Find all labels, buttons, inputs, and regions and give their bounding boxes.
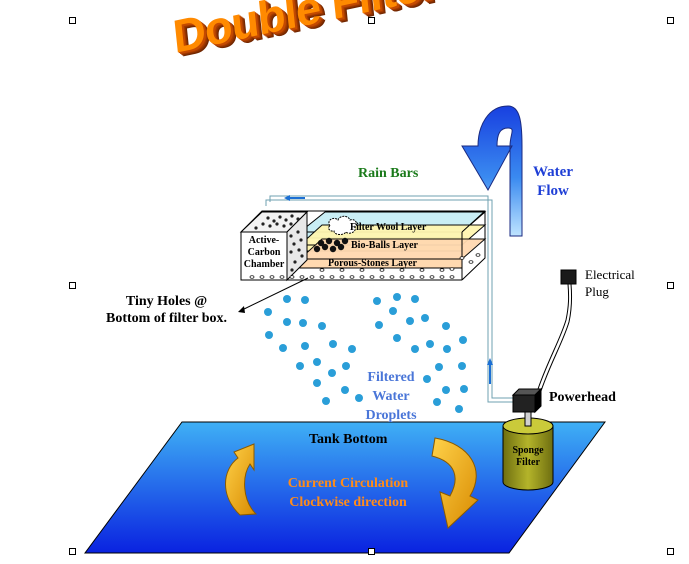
sponge-filter xyxy=(502,407,554,491)
selection-handle-icon[interactable] xyxy=(69,548,76,555)
plug-icon xyxy=(560,269,577,285)
chamber-line-1: Active- xyxy=(248,235,280,246)
circulation-label: Current Circulation Clockwise direction xyxy=(278,474,418,512)
sponge-filter-line-1: Sponge xyxy=(512,445,544,456)
circulation-line-2: Clockwise direction xyxy=(289,495,407,510)
powerhead xyxy=(511,387,543,414)
rain-bars-label: Rain Bars xyxy=(358,166,419,181)
tiny-holes-line-2: Bottom of filter box. xyxy=(106,311,228,326)
tiny-holes-pointer xyxy=(239,277,309,312)
selection-handle-icon[interactable] xyxy=(667,282,674,289)
selection-handle-icon[interactable] xyxy=(69,282,76,289)
tank-bottom-label: Tank Bottom xyxy=(309,432,388,447)
water-flow-line-2: Flow xyxy=(537,183,569,199)
circulation-line-1: Current Circulation xyxy=(287,476,409,491)
filtered-water-line-1: Filtered xyxy=(367,370,415,385)
tiny-holes-label: Tiny Holes @ Bottom of filter box. xyxy=(106,293,227,327)
return-pipe xyxy=(269,195,515,403)
selection-handle-icon[interactable] xyxy=(667,548,674,555)
circulation-arrow-right-icon xyxy=(431,437,479,529)
tiny-holes-line-1: Tiny Holes @ xyxy=(125,294,208,309)
porous-stones-label: Porous-Stones Layer xyxy=(328,258,417,269)
selection-handle-icon[interactable] xyxy=(69,17,76,24)
water-flow-line-1: Water xyxy=(533,164,573,180)
filter-wool-label: Filter Wool Layer xyxy=(350,222,427,233)
electrical-plug-line-1: Electrical xyxy=(585,267,635,282)
powerhead-label: Powerhead xyxy=(549,390,616,405)
bio-balls-label: Bio-Balls Layer xyxy=(351,240,418,251)
electrical-plug-line-2: Plug xyxy=(585,284,609,299)
filtered-water-line-2: Water xyxy=(372,389,410,404)
filtered-water-label: Filtered Water Droplets xyxy=(356,368,426,425)
water-droplets xyxy=(264,293,468,413)
filtered-water-line-3: Droplets xyxy=(365,408,417,423)
power-cord xyxy=(537,283,570,390)
chamber-line-3: Chamber xyxy=(243,259,285,270)
chamber-line-2: Carbon xyxy=(247,247,281,258)
circulation-arrow-left-icon xyxy=(225,443,258,516)
active-carbon-chamber-label: Active- Carbon Chamber xyxy=(242,235,286,271)
filter-box xyxy=(239,210,487,282)
water-flow-label: Water Flow xyxy=(528,163,578,201)
selection-handle-icon[interactable] xyxy=(368,17,375,24)
water-flow-arrow-icon xyxy=(461,105,523,237)
electrical-plug-label: Electrical Plug xyxy=(585,266,635,300)
selection-handle-icon[interactable] xyxy=(667,17,674,24)
tank-bottom-plane xyxy=(84,421,606,554)
sponge-filter-label: Sponge Filter xyxy=(505,445,551,469)
selection-handle-icon[interactable] xyxy=(368,548,375,555)
sponge-filter-line-2: Filter xyxy=(516,457,540,468)
